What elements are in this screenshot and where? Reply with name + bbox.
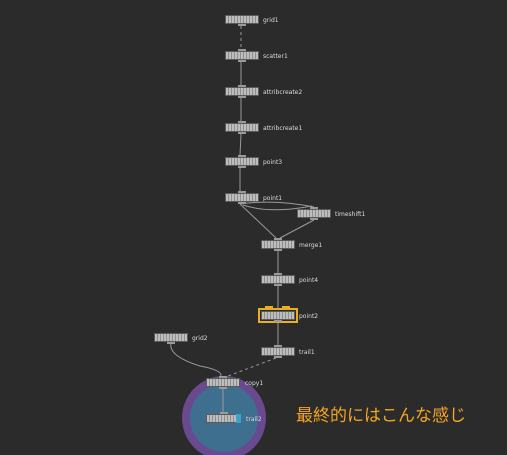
- wire-point1-merge1: [239, 203, 277, 239]
- node-trail2[interactable]: [206, 412, 241, 423]
- node-grid1-label: grid1: [263, 17, 279, 24]
- node-scatter1[interactable]: [225, 49, 259, 62]
- node-attribcreate2-label: attribcreate2: [263, 89, 303, 96]
- node-grid1[interactable]: [225, 15, 259, 26]
- node-point2-selection-tab-right: [282, 306, 290, 309]
- wire-trail1-copy1: [227, 357, 277, 377]
- node-scatter1-label: scatter1: [263, 53, 288, 60]
- node-point2-label: point2: [299, 313, 319, 320]
- node-point3-label: point3: [263, 159, 283, 166]
- node-copy1[interactable]: [206, 376, 240, 389]
- annotation-text: 最終的にはこんな感じ: [296, 406, 466, 426]
- node-trail1[interactable]: [261, 345, 295, 358]
- node-trail1-label: trail1: [299, 349, 315, 356]
- node-timeshift1[interactable]: [297, 207, 331, 220]
- wire-point1-timeshift1: [239, 201, 315, 208]
- node-timeshift1-label: timeshift1: [335, 211, 366, 218]
- node-point2-selection-tab-left: [265, 306, 273, 309]
- wire-point1-merge1-b: [242, 204, 313, 211]
- node-point3[interactable]: [225, 155, 259, 168]
- node-point2-selection: [258, 308, 298, 323]
- node-point1-label: point1: [263, 195, 283, 202]
- node-point2[interactable]: [261, 311, 295, 322]
- node-merge1[interactable]: [261, 238, 295, 251]
- node-attribcreate1-label: attribcreate1: [263, 125, 303, 132]
- node-grid2[interactable]: [154, 333, 188, 344]
- node-merge1-label: merge1: [299, 242, 323, 249]
- wire-timeshift1-merge1: [279, 219, 315, 239]
- node-trail2-label: trail2: [246, 416, 262, 423]
- wire-attribcreate1-point3: [239, 133, 242, 156]
- node-attribcreate1[interactable]: [225, 121, 259, 134]
- display-flag[interactable]: [236, 414, 241, 423]
- node-point4-label: point4: [299, 277, 319, 284]
- node-copy1-label: copy1: [245, 380, 264, 387]
- node-point1[interactable]: [225, 191, 259, 204]
- wire-grid2-copy1: [170, 342, 222, 377]
- node-grid2-label: grid2: [192, 335, 208, 342]
- node-point4[interactable]: [261, 273, 295, 286]
- node-attribcreate2[interactable]: [225, 85, 259, 98]
